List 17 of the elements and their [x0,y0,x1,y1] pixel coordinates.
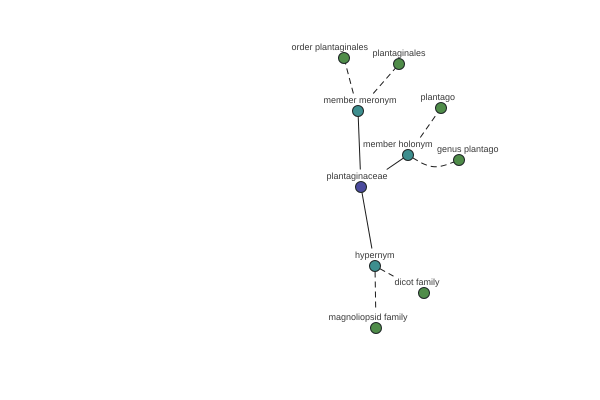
node-label: dicot family [394,276,440,286]
node-label: order plantaginales [292,42,368,52]
connector-line [361,192,372,249]
connector-line [358,116,361,170]
node-label: genus plantago [437,144,499,154]
node-label: plantaginaceae [326,170,388,180]
dashed-connector [372,68,396,94]
node-label: hypernym [355,250,395,260]
dashed-connector [379,268,394,277]
dashed-connector [412,157,454,168]
node-label: magnoliopsid family [328,312,408,322]
node-label: member holonym [363,138,433,148]
node-label: plantago [420,92,456,102]
node-label: plantaginales [372,48,426,58]
dashed-connector [344,62,354,94]
node-label: member meronym [324,94,397,104]
connector-line [386,158,404,170]
